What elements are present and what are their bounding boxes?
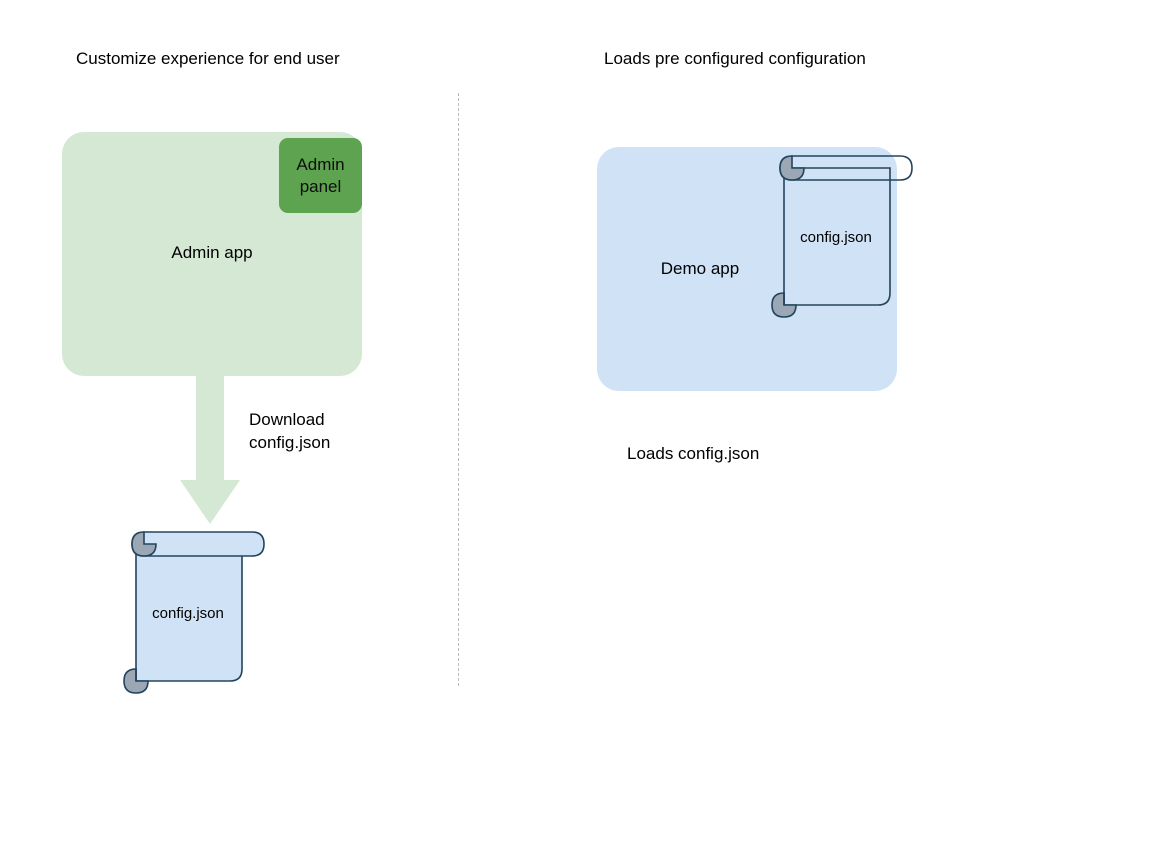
loads-config-caption: Loads config.json [627,444,760,463]
scroll-icon [771,155,913,318]
config-json-document-right[interactable]: config.json [766,148,918,318]
left-column-heading: Customize experience for end user [76,49,340,68]
admin-app-label: Admin app [171,243,253,262]
download-arrow-label: Download config.json [249,408,330,454]
config-json-label-left: config.json [152,605,224,622]
config-json-document-left[interactable]: config.json [118,524,270,694]
download-arrow [176,374,244,526]
demo-app-box[interactable]: Demo app [597,147,897,391]
scroll-icon [123,531,265,694]
column-divider [458,93,459,686]
admin-panel-chip[interactable]: Admin panel [279,138,362,213]
config-json-label-right: config.json [800,229,872,246]
right-column-heading: Loads pre configured configuration [604,49,866,68]
download-arrow-label-line1: Download [249,410,325,429]
demo-app-label: Demo app [660,259,740,278]
admin-panel-label-line2: panel [299,176,342,196]
admin-panel-label-line1: Admin [296,154,345,174]
download-arrow-icon [180,374,240,524]
download-arrow-label-line2: config.json [249,433,331,452]
